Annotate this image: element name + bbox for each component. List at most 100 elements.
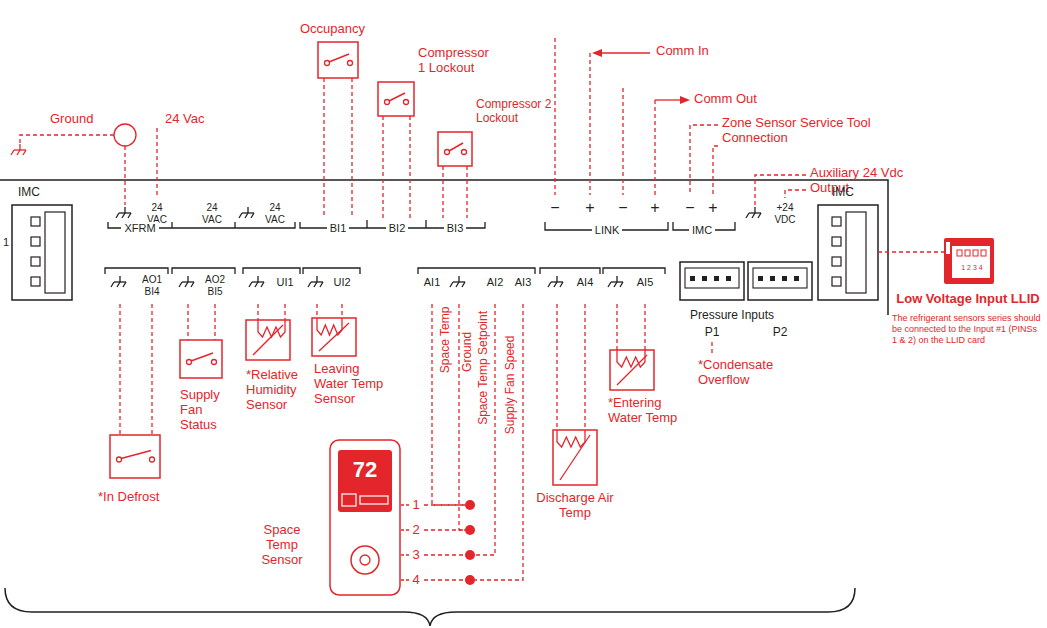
ground-symbol (316, 276, 317, 282)
thermistor-arrow (560, 435, 590, 480)
terminal-label: UI1 (276, 276, 293, 289)
thermistor-arrow (617, 355, 647, 385)
terminal-label: AO1 BI4 (139, 274, 165, 297)
wire-label: Space Temp (439, 307, 453, 374)
terminal-label: 24 VAC (199, 202, 225, 225)
switch-contact (150, 457, 155, 462)
terminal-bracket (303, 268, 360, 274)
switch-contact (404, 100, 409, 105)
ground-symbol (548, 282, 551, 287)
polarity-sign: − (550, 199, 559, 217)
ground-symbol (450, 282, 453, 287)
bracket-brace (5, 588, 855, 626)
wire (554, 38, 555, 195)
connector-label: P1 (705, 326, 720, 340)
ground-symbol (308, 282, 311, 287)
terminal-label: AI2 (487, 276, 504, 289)
ground-symbol (255, 282, 258, 287)
switch-contact (348, 61, 353, 66)
ground-symbol (458, 276, 459, 282)
terminal-label: AI1 (424, 276, 441, 289)
wire (584, 304, 585, 430)
ground-symbol (245, 213, 248, 218)
ground-symbol (19, 144, 20, 150)
switch-contact (462, 150, 467, 155)
switch-contact (117, 457, 122, 462)
ground-symbol (128, 213, 131, 218)
signal-arrow (655, 99, 682, 100)
ground-symbol (620, 282, 623, 287)
terminal-group: IMC (689, 224, 715, 237)
ground-symbol (17, 150, 20, 155)
wire-label: 24 Vac (165, 112, 205, 127)
sensor-housing (330, 440, 400, 595)
terminal-bracket (171, 222, 172, 228)
terminal-bracket (105, 268, 168, 274)
input-label: Compressor 2 Lockout (476, 98, 552, 126)
terminal-bracket (234, 222, 235, 228)
thermistor-symbol (617, 350, 645, 367)
sensor-button (351, 546, 379, 574)
callout-number: 2 (412, 523, 419, 538)
ground-symbol (462, 282, 465, 287)
wire (878, 251, 944, 252)
wire (124, 146, 125, 205)
terminal-bracket (172, 268, 235, 274)
wire (589, 53, 590, 195)
wire (424, 554, 465, 555)
ground-symbol (754, 207, 755, 213)
ground-symbol (239, 213, 242, 218)
ground-symbol (314, 282, 317, 287)
connector-housing (818, 205, 878, 300)
terminal-bracket (418, 268, 535, 274)
wire (151, 304, 152, 435)
polarity-sign: + (650, 199, 659, 217)
terminal-bracket (540, 268, 600, 274)
switch-symbol (378, 82, 414, 116)
wire (654, 100, 655, 195)
connector-pin (714, 276, 719, 281)
wire (424, 579, 465, 580)
callout-number: 4 (412, 573, 419, 588)
connector-label: IMC (18, 186, 40, 200)
ground-symbol (179, 282, 182, 287)
input-label: Compressor 1 Lockout (418, 46, 498, 76)
thermistor-arrow (253, 325, 283, 355)
wire-label: Space Temp Setpoint (477, 311, 491, 425)
signal-arrow (600, 52, 650, 53)
ground-symbol (261, 282, 264, 287)
terminal-dot (465, 575, 475, 585)
wire (785, 190, 806, 198)
wire (475, 304, 495, 555)
ground-symbol (247, 207, 248, 213)
connector-body (846, 212, 866, 293)
terminal-label: BI3 (444, 222, 467, 235)
input-label: *Condensate Overflow (698, 358, 793, 388)
polarity-sign: + (708, 199, 717, 217)
terminal-label: AI4 (577, 276, 594, 289)
ground-symbol (123, 282, 126, 287)
display-icon (360, 496, 388, 504)
ground-symbol (614, 282, 617, 287)
terminal-label: AO2 BI5 (202, 274, 228, 297)
pin-numbers: 1 2 3 4 (961, 264, 982, 272)
switch-symbol (318, 42, 358, 78)
switch-contact (385, 100, 390, 105)
ground-symbol (257, 276, 258, 282)
wire (341, 304, 342, 318)
wire (713, 146, 718, 195)
connector-pin (31, 217, 40, 226)
wire (401, 529, 409, 530)
ground-symbol (119, 276, 120, 282)
connector-housing (12, 205, 72, 300)
card-mark (946, 242, 950, 254)
connector-pin (31, 257, 40, 266)
terminal-label: AI3 (515, 276, 532, 289)
polarity-sign: − (685, 199, 694, 217)
wire (351, 78, 352, 218)
terminal-bracket (243, 268, 300, 274)
terminal-group: XFRM (121, 222, 158, 235)
ground-terminal (114, 124, 136, 146)
